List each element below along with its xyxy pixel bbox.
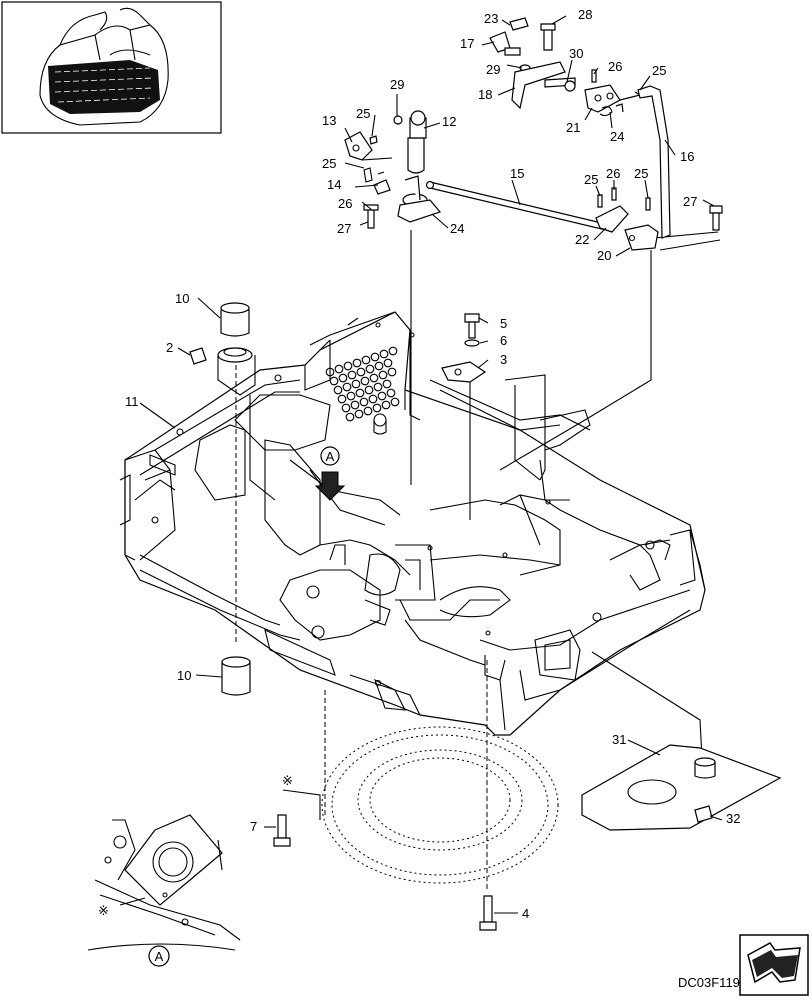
callout-27: 27 — [337, 221, 351, 236]
callout-26: 26 — [338, 196, 352, 211]
callout-29: 29 — [390, 77, 404, 92]
callout-3: 3 — [500, 352, 507, 367]
callout-leaders — [139, 15, 723, 914]
callout-16: 16 — [680, 149, 694, 164]
callout-11: 11 — [125, 394, 139, 409]
right-linkage-parts — [489, 17, 671, 251]
grille-hole — [342, 382, 352, 392]
callout-23: 23 — [484, 11, 498, 26]
grille-hole — [333, 385, 343, 395]
view-direction-arrow — [739, 934, 809, 996]
hardware — [189, 205, 782, 931]
callout-14: 14 — [327, 177, 341, 192]
grille-hole — [379, 349, 389, 359]
callout-2: 2 — [166, 340, 173, 355]
grille-hole — [346, 391, 356, 401]
grille-hole — [382, 379, 392, 389]
grille-hole — [373, 382, 383, 392]
grille-hole — [354, 409, 364, 419]
grille-hole — [365, 364, 375, 374]
callout-17: 17 — [460, 36, 474, 51]
callout-4: 4 — [522, 906, 529, 921]
callout-26: 26 — [606, 166, 620, 181]
grille-hole — [363, 406, 373, 416]
grille-hole — [372, 403, 382, 413]
callout-13: 13 — [322, 113, 336, 128]
callout-25: 25 — [322, 156, 336, 171]
grille-hole — [377, 391, 387, 401]
callout-25: 25 — [356, 106, 370, 121]
callout-26: 26 — [608, 59, 622, 74]
grille-hole — [370, 352, 380, 362]
grille-hole — [374, 361, 384, 371]
grille-hole — [369, 373, 379, 383]
callout-29: 29 — [486, 62, 500, 77]
asterisk-mark-detail: ※ — [98, 903, 109, 918]
callout-6: 6 — [500, 333, 507, 348]
grille-hole — [343, 361, 353, 371]
callout-25: 25 — [584, 172, 598, 187]
grille-hole — [361, 355, 371, 365]
grille-hole — [338, 373, 348, 383]
grille-hole — [388, 346, 398, 356]
callout-24: 24 — [450, 221, 464, 236]
callout-32: 32 — [726, 811, 740, 826]
callout-18: 18 — [478, 87, 492, 102]
assembly-lines — [87, 230, 721, 951]
detail-a-marker: A — [314, 446, 346, 501]
grille-hole — [329, 376, 339, 386]
detail-a-view — [94, 814, 241, 941]
callout-7: 7 — [250, 819, 257, 834]
callout-31: 31 — [612, 732, 626, 747]
detail-marker-text: A — [326, 449, 335, 464]
callout-28: 28 — [578, 7, 592, 22]
upper-frame — [119, 311, 706, 736]
grille-pattern — [325, 346, 400, 422]
grille-hole — [356, 367, 366, 377]
detail-a-label: A — [148, 945, 170, 967]
grille-hole — [381, 400, 391, 410]
callout-5: 5 — [500, 316, 507, 331]
callout-25: 25 — [652, 63, 666, 78]
detail-label-text: A — [155, 949, 164, 964]
callout-12: 12 — [442, 114, 456, 129]
callout-27: 27 — [683, 194, 697, 209]
callout-20: 20 — [597, 248, 611, 263]
grille-hole — [378, 370, 388, 380]
callout-21: 21 — [566, 120, 580, 135]
grille-hole — [337, 394, 347, 404]
callout-10: 10 — [175, 291, 189, 306]
grille-hole — [387, 367, 397, 377]
grille-hole — [368, 394, 378, 404]
grille-hole — [345, 412, 355, 422]
grille-hole — [359, 397, 369, 407]
asterisk-mark-frame: ※ — [282, 773, 293, 788]
grille-hole — [325, 367, 335, 377]
callout-30: 30 — [569, 46, 583, 61]
callout-22: 22 — [575, 232, 589, 247]
callout-15: 15 — [510, 166, 524, 181]
callout-10: 10 — [177, 668, 191, 683]
left-linkage-parts — [344, 110, 442, 229]
callout-24: 24 — [610, 129, 624, 144]
grille-hole — [351, 379, 361, 389]
drawing-code: DC03F119 — [678, 975, 740, 990]
callout-25: 25 — [634, 166, 648, 181]
grille-hole — [334, 364, 344, 374]
grille-hole — [364, 385, 374, 395]
grille-hole — [386, 388, 396, 398]
grille-hole — [355, 388, 365, 398]
grille-hole — [383, 358, 393, 368]
grille-hole — [352, 358, 362, 368]
machine-thumbnail — [1, 1, 222, 134]
grille-hole — [350, 400, 360, 410]
grille-hole — [390, 397, 400, 407]
grille-hole — [341, 403, 351, 413]
swing-bearing-ring — [321, 726, 559, 884]
grille-hole — [347, 370, 357, 380]
grille-hole — [360, 376, 370, 386]
